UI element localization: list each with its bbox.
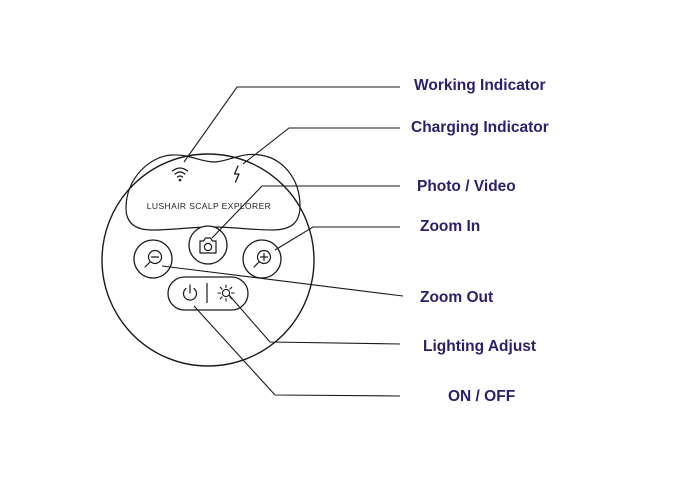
power-icon	[182, 284, 198, 301]
label-zoom-out: Zoom Out	[420, 289, 493, 306]
label-charging-indicator: Charging Indicator	[411, 119, 549, 136]
leader-zoom-in	[274, 226, 400, 251]
leader-lighting	[228, 294, 401, 345]
zoom-in-button[interactable]	[242, 239, 282, 279]
zoom-out-icon	[144, 249, 163, 268]
device-outline	[101, 153, 315, 367]
power-button[interactable]	[182, 284, 198, 301]
label-on-off: ON / OFF	[448, 388, 515, 405]
leader-photo	[211, 185, 400, 239]
photo-video-button[interactable]	[188, 225, 228, 265]
label-zoom-in: Zoom In	[420, 218, 480, 235]
leader-on-off	[193, 305, 401, 397]
leader-charging	[242, 127, 400, 165]
device-brand-text: LUSHAIR SCALP EXPLORER	[147, 201, 271, 211]
zoom-out-button[interactable]	[133, 239, 173, 279]
label-photo-video: Photo / Video	[417, 178, 516, 195]
power-light-control	[167, 276, 249, 311]
leader-working	[183, 86, 400, 163]
zoom-in-icon	[253, 249, 272, 268]
lightning-icon	[233, 165, 240, 183]
leader-zoom-out	[161, 265, 404, 297]
leader-lines	[161, 86, 404, 397]
display-panel	[125, 153, 301, 231]
label-working-indicator: Working Indicator	[414, 77, 545, 94]
wifi-icon	[171, 167, 189, 182]
camera-icon	[199, 237, 217, 254]
label-lighting-adjust: Lighting Adjust	[423, 338, 536, 355]
